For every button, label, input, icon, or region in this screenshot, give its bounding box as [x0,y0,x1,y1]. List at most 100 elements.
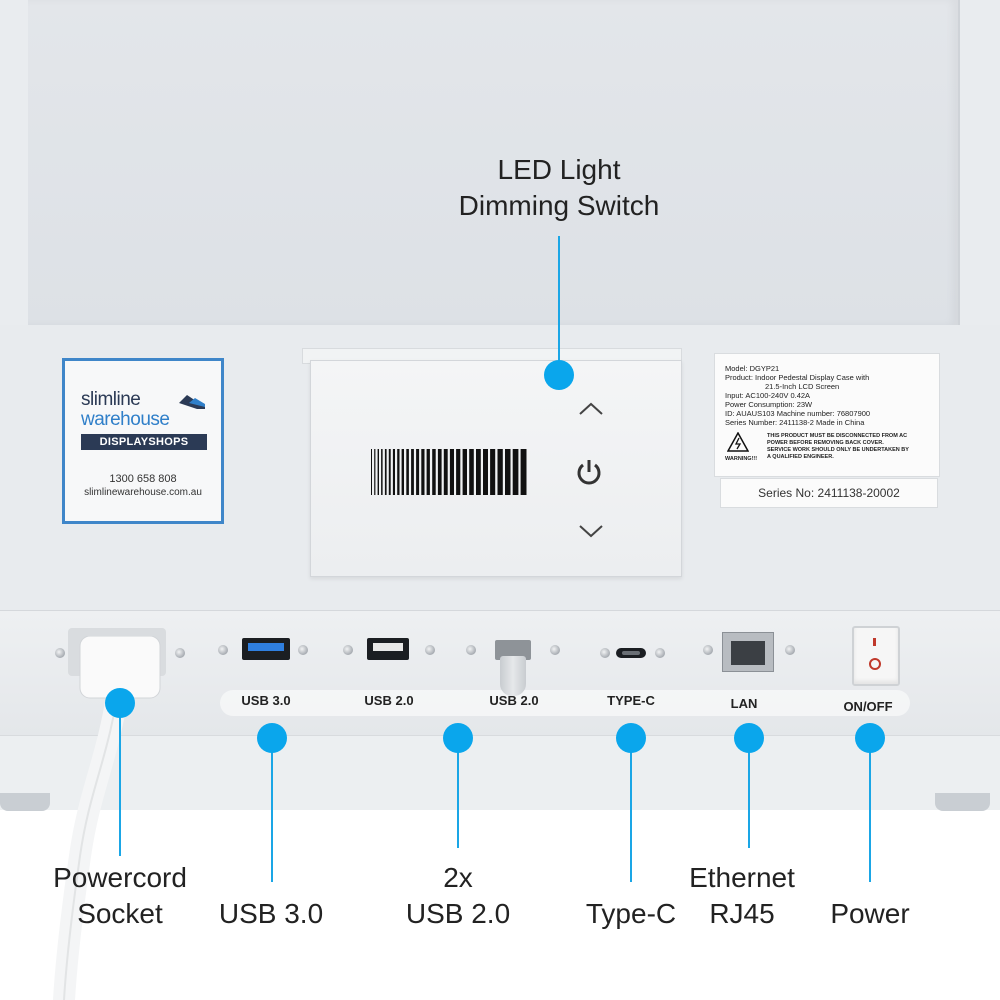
dimmer-bar [505,449,511,495]
typec-port[interactable] [616,648,646,658]
series-number-sticker: Series No: 2411138-20002 [720,478,938,508]
port-label-band [220,690,910,716]
callout-dot-usb2 [443,723,473,753]
dimmer-bar [476,449,481,495]
lan-port[interactable] [722,632,774,672]
usb2-port-a[interactable] [367,638,409,660]
callout-dot-typec [616,723,646,753]
screw [785,645,795,655]
screw [600,648,610,658]
callout-line-ethernet [748,738,750,848]
electrical-warning-icon [727,432,749,452]
callout-dot-led [544,360,574,390]
dimmer-bar [462,449,467,495]
power-cord [53,636,161,1000]
port-label-usb3: USB 3.0 [241,693,291,708]
callout-line-typec [630,738,632,882]
dimmer-bar [497,449,503,495]
screw [703,645,713,655]
screw [218,645,228,655]
sticker-warning-2: POWER BEFORE REMOVING BACK COVER. [767,440,884,446]
usb-dongle [500,656,526,696]
dimmer-bar [374,449,376,495]
screw [466,645,476,655]
dimmer-bar [381,449,383,495]
dimmer-bar [520,449,527,495]
callout-dot-usb3 [257,723,287,753]
callout-line-power [869,738,871,882]
port-label-lan: LAN [730,696,758,711]
logo-phone: 1300 658 808 [109,473,177,485]
floor [0,810,1000,1000]
logo-mark-icon [179,395,205,409]
callout-dot-powercord [105,688,135,718]
dimmer-bar [490,449,496,495]
dimmer-level-bars [371,449,527,495]
callout-led-line2: Dimming Switch [458,190,660,221]
dimmer-bar [432,449,436,495]
sticker-product-2: 21.5-Inch LCD Screen [765,382,840,391]
chevron-down-icon[interactable] [577,523,605,539]
sticker-model: Model: DGYP21 [725,364,780,373]
rocker-on-mark [873,638,876,646]
usb3-port[interactable] [242,638,290,660]
screw [55,648,65,658]
dimmer-bar [449,449,454,495]
dimmer-bar [388,449,391,495]
callout-line-led [558,236,560,376]
dimmer-bar [437,449,442,495]
chevron-up-icon[interactable] [577,401,605,417]
callout-usb2-line2: USB 2.0 [405,898,511,929]
screw [175,648,185,658]
logo-website: slimlinewarehouse.com.au [84,487,202,498]
logo-displayshops-text: DISPLAYSHOPS [81,434,207,450]
callout-ethernet-line2: RJ45 [709,898,775,929]
callout-typec: Type-C [585,898,677,929]
callout-ethernet-line1: Ethernet [689,862,795,893]
sticker-series: Series Number: 2411138-2 Made in China [725,418,865,427]
port-label-onoff: ON/OFF [843,699,893,714]
dimmer-bar [416,449,420,495]
cabinet-foot-left [0,793,50,811]
callout-powercord-line1: Powercord [53,862,187,893]
dimmer-bar [401,449,404,495]
dimmer-bar [469,449,474,495]
sticker-warning-3: SERVICE WORK SHOULD ONLY BE UNDERTAKEN B… [767,447,909,453]
callout-dot-ethernet [734,723,764,753]
brand-logo-card: slimline warehouse DISPLAYSHOPS 1300 658… [62,358,224,524]
screw [425,645,435,655]
port-label-usb2-b: USB 2.0 [489,693,539,708]
dimmer-bar [397,449,400,495]
rocker-off-mark [869,658,881,670]
dimmer-bar [411,449,414,495]
usb2-port-b[interactable] [495,640,531,660]
cabinet-top-panel [28,0,960,328]
product-label-sticker: Model: DGYP21 Product: Indoor Pedestal D… [714,353,940,477]
sticker-product: Product: Indoor Pedestal Display Case wi… [725,373,870,382]
sticker-input: Input: AC100-240V 0.42A [725,391,811,400]
callout-dot-power [855,723,885,753]
logo-warehouse-text: warehouse [81,409,170,430]
dimmer-bar [443,449,448,495]
dimmer-bar [421,449,425,495]
callout-line-powercord [119,704,121,856]
callout-line-usb3 [271,738,273,882]
dimmer-bar [406,449,409,495]
dimmer-bar [512,449,519,495]
callout-usb3: USB 3.0 [218,898,324,929]
callout-usb2-line1: 2x [443,862,473,893]
sticker-power: Power Consumption: 23W [725,400,813,409]
sticker-warning-4: A QUALIFIED ENGINEER. [767,454,834,460]
port-label-usb2-a: USB 2.0 [364,693,414,708]
power-icon[interactable] [573,456,605,488]
logo-slimline-text: slimline [81,389,141,410]
screw [298,645,308,655]
dimmer-bar [371,449,372,495]
power-rocker-switch[interactable] [852,626,900,686]
sticker-warning-word: WARNING!!! [725,456,758,462]
sticker-warning-1: THIS PRODUCT MUST BE DISCONNECTED FROM A… [767,433,908,439]
dimmer-bar [426,449,430,495]
screw [550,645,560,655]
cabinet-base [0,735,1000,811]
callout-power: Power [830,898,910,929]
